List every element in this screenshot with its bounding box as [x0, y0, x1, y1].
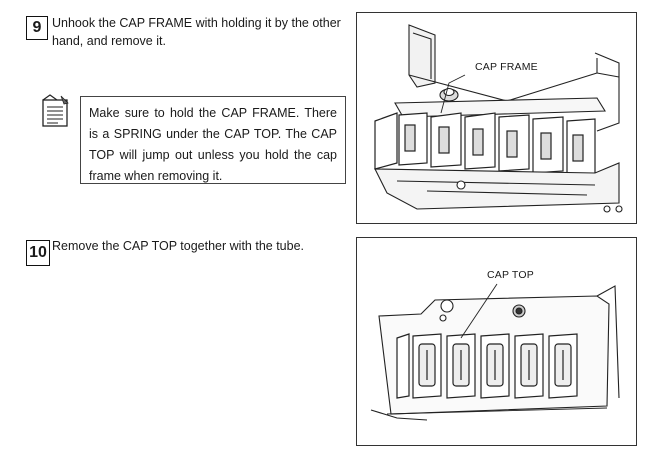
step-10-instruction: Remove the CAP TOP together with the tub…	[52, 239, 305, 253]
cap-frame-illustration	[374, 24, 623, 213]
cap-top-label: CAP TOP	[487, 269, 534, 281]
cap-frame-figure: CAP FRAME	[356, 12, 637, 224]
cap-top-illustration	[370, 283, 620, 421]
notepad-icon	[40, 94, 72, 128]
cap-top-figure: CAP TOP	[356, 237, 637, 446]
caution-note: Make sure to hold the CAP FRAME. There i…	[80, 96, 346, 184]
step-9-instruction: Unhook the CAP FRAME with holding it by …	[52, 16, 341, 48]
cap-frame-label: CAP FRAME	[475, 61, 538, 73]
step-9-number: 9	[26, 16, 48, 40]
step-10-number: 10	[26, 240, 50, 266]
